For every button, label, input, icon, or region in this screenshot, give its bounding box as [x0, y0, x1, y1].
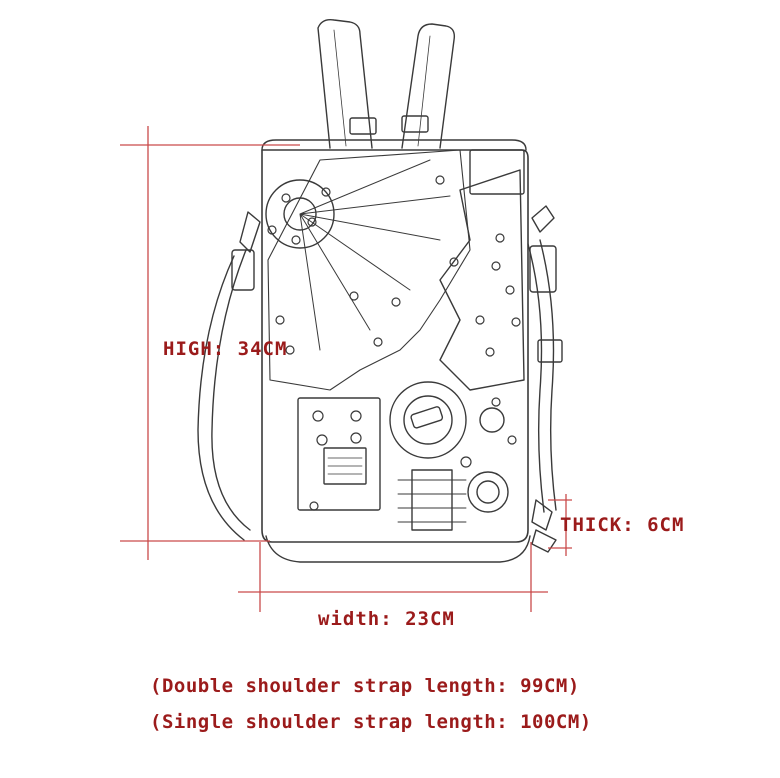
double-strap-length-label: (Double shoulder strap length: 99CM) — [150, 675, 580, 697]
rivets — [267, 175, 521, 511]
steampunk-backpack-sketch-icon — [197, 18, 563, 563]
thickness-label: THICK: 6CM — [560, 514, 685, 536]
single-strap-length-label: (Single shoulder strap length: 100CM) — [150, 711, 592, 733]
dimension-lines — [120, 126, 572, 612]
shoulder-straps — [317, 18, 456, 149]
width-label: width: 23CM — [318, 608, 455, 630]
height-label: HIGH: 34CM — [163, 338, 288, 360]
backpack-body — [261, 139, 531, 563]
side-strap — [197, 205, 563, 553]
